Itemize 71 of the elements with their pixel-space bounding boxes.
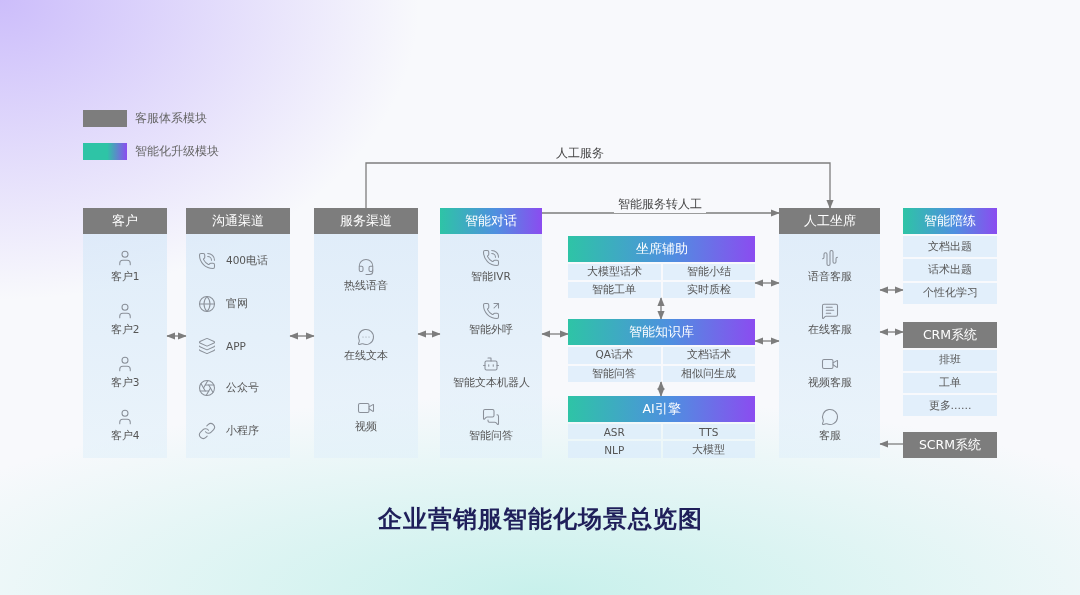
feature-cell: 实时质检 — [662, 282, 755, 298]
feature-cell: 大模型 — [662, 441, 755, 458]
item-label: 智能问答 — [469, 429, 513, 443]
feature-cell: 工单 — [903, 372, 997, 394]
feature-cell: 智能小结 — [662, 264, 755, 280]
arrow — [879, 440, 904, 448]
column-panel — [186, 208, 290, 458]
arrow — [657, 381, 665, 397]
feature-cell: 大模型话术 — [568, 264, 661, 280]
module-header: 智能对话 — [440, 208, 542, 234]
edge-label: 智能服务转人工 — [614, 196, 706, 213]
module-header: 智能陪练 — [903, 208, 997, 234]
arrow — [541, 209, 780, 217]
module-header: 智能知识库 — [568, 319, 755, 345]
arrow — [879, 286, 904, 294]
legend-label: 智能化升级模块 — [135, 144, 219, 159]
column-panel — [779, 208, 880, 458]
item-label: 客服 — [818, 429, 841, 443]
module-header: 客户 — [83, 208, 167, 234]
feature-cell: 话术出题 — [903, 259, 997, 281]
item-label: 客户1 — [110, 270, 140, 284]
item-label: 在线客服 — [807, 323, 852, 337]
legend-label: 客服体系模块 — [135, 111, 207, 126]
item-label: 400电话 — [226, 254, 269, 269]
arrow — [541, 330, 569, 338]
item-label: 智能IVR — [471, 270, 511, 284]
item-label: 智能外呼 — [469, 323, 513, 337]
feature-cell: 智能问答 — [568, 365, 661, 382]
feature-cell: NLP — [568, 441, 661, 458]
column-panel — [314, 208, 418, 458]
module-header: 服务渠道 — [314, 208, 418, 234]
feature-cell: ASR — [568, 424, 661, 439]
module-header: AI引擎 — [568, 396, 755, 422]
arrow — [754, 279, 780, 287]
item-label: 官网 — [226, 296, 248, 311]
arrow — [879, 328, 904, 336]
feature-cell: 智能工单 — [568, 282, 661, 298]
item-label: 视频 — [355, 420, 377, 435]
module-header: SCRM系统 — [903, 432, 997, 458]
item-label: 客户3 — [110, 376, 140, 390]
feature-cell: 排班 — [903, 350, 997, 371]
feature-cell: QA话术 — [568, 347, 661, 364]
item-label: 智能文本机器人 — [452, 376, 530, 390]
module-header: CRM系统 — [903, 322, 997, 348]
diagram-title: 企业营销服智能化场景总览图 — [376, 504, 704, 535]
feature-cell: TTS — [662, 424, 755, 439]
arrow — [166, 332, 187, 340]
item-label: 客户4 — [110, 429, 140, 443]
arrow — [657, 297, 665, 320]
arrow — [754, 337, 780, 345]
feature-cell: 文档出题 — [903, 236, 997, 258]
column-panel — [440, 208, 542, 458]
feature-cell: 更多…… — [903, 395, 997, 416]
module-header: 沟通渠道 — [186, 208, 290, 234]
item-label: 公众号 — [226, 381, 259, 396]
item-label: 在线文本 — [344, 349, 388, 364]
item-label: 小程序 — [226, 423, 259, 438]
feature-cell: 个性化学习 — [903, 282, 997, 304]
column-panel — [83, 208, 167, 458]
arrow — [289, 332, 315, 340]
arrow — [417, 330, 441, 338]
module-header: 坐席辅助 — [568, 236, 755, 262]
arrow — [365, 162, 834, 209]
module-header: 人工坐席 — [779, 208, 880, 234]
item-label: 热线语音 — [344, 278, 388, 293]
item-label: 客户2 — [110, 323, 140, 337]
feature-cell: 文档话术 — [662, 347, 755, 364]
item-label: 语音客服 — [807, 270, 852, 284]
item-label: APP — [226, 339, 246, 352]
item-label: 视频客服 — [807, 376, 852, 390]
feature-cell: 相似问生成 — [662, 365, 755, 382]
